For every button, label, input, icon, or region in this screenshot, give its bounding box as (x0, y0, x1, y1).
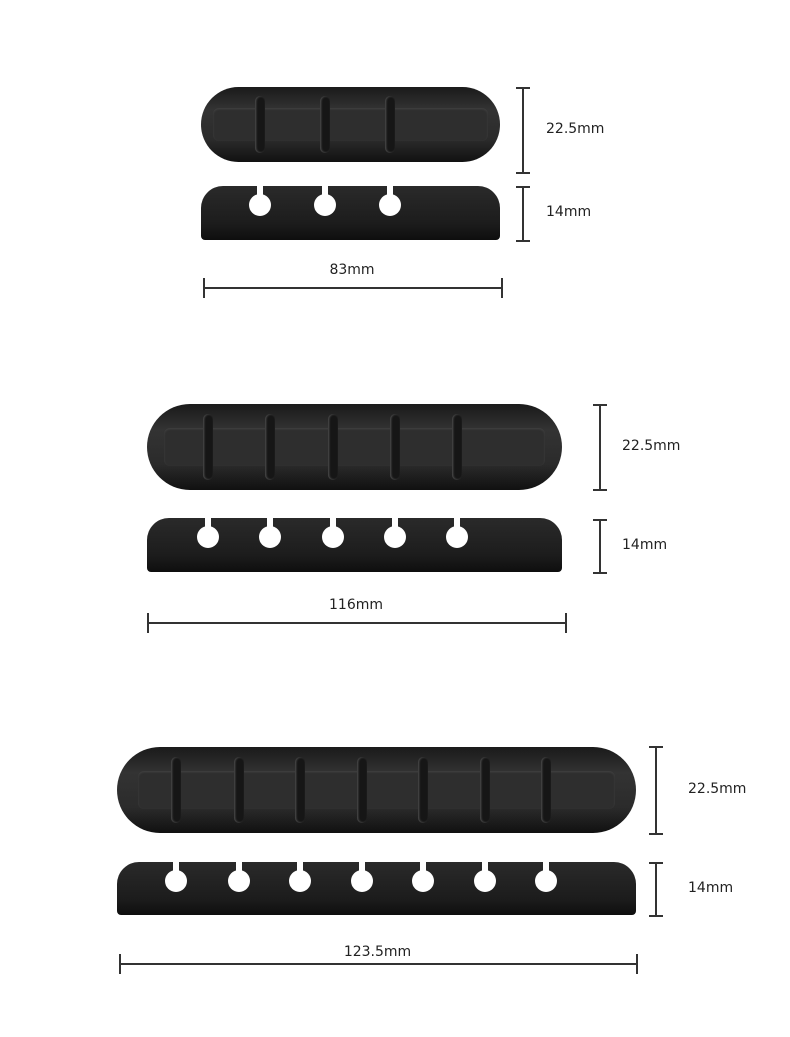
slot-notch (454, 518, 460, 530)
length-label: 116mm (329, 597, 383, 613)
slot-notch (482, 862, 488, 874)
height-label: 14mm (546, 204, 592, 220)
cable-hole (322, 526, 344, 548)
width-label: 22.5mm (546, 120, 605, 137)
cable-slot (480, 757, 490, 823)
width-tick (593, 489, 607, 491)
cable-hole (289, 870, 311, 892)
slot-notch (392, 518, 398, 530)
slot-notch (173, 862, 179, 874)
length-dimension-line (203, 287, 501, 289)
width-tick (516, 87, 530, 89)
top-view (201, 87, 500, 162)
width-label: 22.5mm (688, 780, 747, 797)
height-label: 14mm (622, 536, 668, 553)
cable-hole (384, 526, 406, 548)
center-channel (163, 428, 546, 466)
width-label: 22.5mm (622, 437, 681, 454)
height-tick (516, 240, 530, 242)
width-dimension-line (655, 746, 657, 833)
center-channel (137, 771, 616, 809)
cable-slot (295, 757, 305, 823)
cable-hole (165, 870, 187, 892)
length-tick (147, 613, 149, 633)
slot-notch (257, 186, 263, 198)
slot-notch (322, 186, 328, 198)
cable-slot (418, 757, 428, 823)
cable-slot (171, 757, 181, 823)
cable-slot (390, 414, 400, 480)
cable-slot (203, 414, 213, 480)
cable-slot (328, 414, 338, 480)
slot-notch (267, 518, 273, 530)
side-view (201, 186, 500, 240)
height-dimension-line (522, 186, 524, 240)
height-tick (649, 862, 663, 864)
cable-hole (474, 870, 496, 892)
height-tick (593, 572, 607, 574)
cable-slot (255, 96, 265, 153)
cable-hole (249, 194, 271, 216)
slot-notch (420, 862, 426, 874)
length-tick (203, 278, 205, 298)
width-dimension-line (599, 404, 601, 489)
slot-notch (297, 862, 303, 874)
cable-slot (265, 414, 275, 480)
cable-slot (234, 757, 244, 823)
slot-notch (236, 862, 242, 874)
cable-hole (228, 870, 250, 892)
cable-slot (357, 757, 367, 823)
cable-hole (412, 870, 434, 892)
cable-hole (259, 526, 281, 548)
cable-slot (320, 96, 330, 153)
height-label: 14mm (688, 879, 734, 896)
slot-notch (205, 518, 211, 530)
length-label: 123.5mm (343, 944, 412, 960)
width-tick (516, 172, 530, 174)
height-dimension-line (655, 862, 657, 915)
cable-slot (385, 96, 395, 153)
top-view (117, 747, 636, 833)
cable-hole (535, 870, 557, 892)
cable-slot (541, 757, 551, 823)
length-tick (565, 613, 567, 633)
cable-hole (197, 526, 219, 548)
length-tick (501, 278, 503, 298)
length-label: 83mm (329, 262, 375, 278)
length-dimension-line (119, 963, 636, 965)
cable-hole (314, 194, 336, 216)
height-tick (593, 519, 607, 521)
length-tick (119, 954, 121, 974)
width-dimension-line (522, 87, 524, 172)
top-view (147, 404, 562, 490)
cable-slot (452, 414, 462, 480)
width-tick (649, 746, 663, 748)
length-dimension-line (147, 622, 565, 624)
cable-hole (446, 526, 468, 548)
cable-hole (351, 870, 373, 892)
slot-notch (543, 862, 549, 874)
width-tick (649, 833, 663, 835)
cable-hole (379, 194, 401, 216)
side-view (117, 862, 636, 915)
slot-notch (359, 862, 365, 874)
width-tick (593, 404, 607, 406)
height-tick (649, 915, 663, 917)
slot-notch (330, 518, 336, 530)
slot-notch (387, 186, 393, 198)
height-dimension-line (599, 519, 601, 572)
side-view (147, 518, 562, 572)
height-tick (516, 186, 530, 188)
length-tick (636, 954, 638, 974)
